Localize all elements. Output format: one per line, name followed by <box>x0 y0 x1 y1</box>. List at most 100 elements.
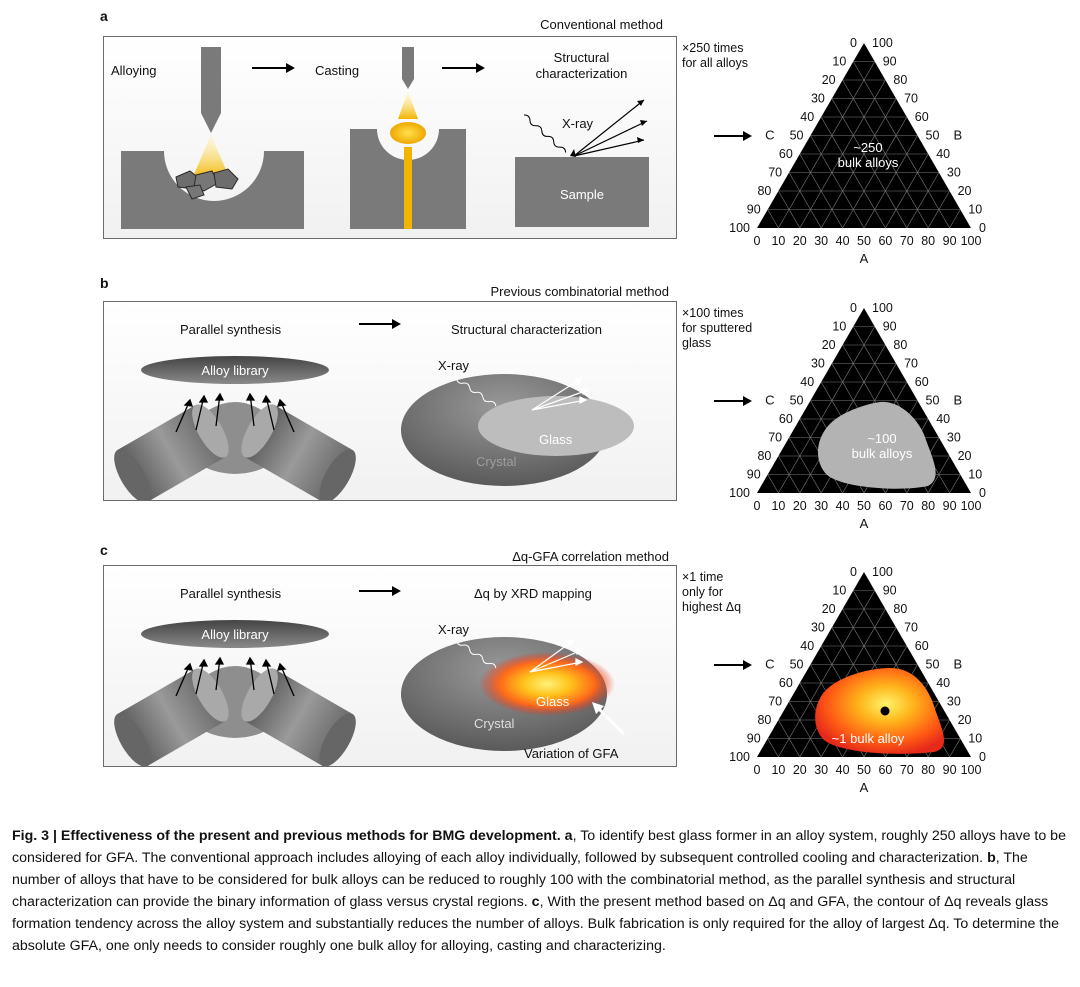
ternary-tick-b: 90 <box>883 55 897 69</box>
panel-c-times-note: ×1 time only for highest Δq <box>682 570 742 614</box>
ternary-tick-a: 30 <box>814 499 828 513</box>
ternary-tick-c: 0 <box>850 565 857 579</box>
ternary-tick-b: 10 <box>968 468 982 482</box>
ternary-tick-a: 30 <box>814 234 828 248</box>
ternary-tick-c: 70 <box>768 166 782 180</box>
panel-a-illustration <box>121 47 649 229</box>
ternary-tick-a: 100 <box>961 499 982 513</box>
ternary-gridline <box>885 153 929 229</box>
ternary-tick-b: 100 <box>872 565 893 579</box>
ternary-gfa-contour <box>815 668 945 754</box>
ternary-tick-b: 50 <box>926 129 940 143</box>
ternary-gridline <box>767 738 779 758</box>
crystal-label-c: Crystal <box>474 716 515 731</box>
ternary-tick-b: 20 <box>958 184 972 198</box>
ternary-axis-b: B <box>954 657 963 672</box>
parallel-synthesis-label-c: Parallel synthesis <box>180 586 282 601</box>
ternary-tick-a: 70 <box>900 499 914 513</box>
ternary-tick-a: 90 <box>943 234 957 248</box>
panel-a-times-note: ×250 times for all alloys <box>682 41 748 70</box>
ternary-glass-region <box>817 401 936 489</box>
ternary-tick-b: 40 <box>936 147 950 161</box>
ternary-gridline <box>778 455 801 494</box>
ternary-gridline <box>799 153 843 229</box>
xray-label-c: X-ray <box>438 622 470 637</box>
ternary-tick-b: 10 <box>968 732 982 746</box>
ternary-a: 0001010102020203030304040405050506060607… <box>729 36 986 266</box>
structural-char-label-b: Structural characterization <box>451 322 603 337</box>
ternary-tick-b: 90 <box>883 584 897 598</box>
ternary-gridline <box>906 172 940 229</box>
ternary-tick-a: 50 <box>857 234 871 248</box>
ternary-tick-c: 0 <box>850 36 857 50</box>
caption-b-letter: b <box>987 850 996 866</box>
ternary-tick-b: 100 <box>872 301 893 315</box>
ternary-gridline <box>778 590 875 758</box>
ternary-tick-a: 0 <box>754 763 761 777</box>
ternary-tick-b: 20 <box>958 713 972 727</box>
ternary-tick-a: 60 <box>878 234 892 248</box>
sample-label: Sample <box>559 187 605 202</box>
panel-c-illustration <box>114 586 626 766</box>
ternary-gridline <box>778 326 875 494</box>
ternary-b: 0001010102020203030304040405050506060607… <box>729 301 986 531</box>
arrow-to-ternary-c <box>714 660 752 670</box>
ternary-tick-c: 20 <box>822 602 836 616</box>
ternary-tick-a: 10 <box>771 499 785 513</box>
ternary-tick-a: 80 <box>921 234 935 248</box>
ternary-gridline <box>767 209 779 229</box>
ternary-tick-a: 80 <box>921 499 935 513</box>
ternary-tick-c: 40 <box>800 375 814 389</box>
panel-b-title: Previous combinatorial method <box>490 284 669 299</box>
ternary-tick-c: 10 <box>832 55 846 69</box>
ternary-tick-c: 10 <box>832 320 846 334</box>
ternary-tick-a: 20 <box>793 499 807 513</box>
ternary-a-region-label: ~250 bulk alloys <box>837 140 899 170</box>
ternary-tick-a: 50 <box>857 763 871 777</box>
ternary-tick-b: 30 <box>947 431 961 445</box>
ternary-gridline <box>853 61 950 229</box>
ternary-tick-c: 80 <box>757 449 771 463</box>
ternary-tick-b: 20 <box>958 449 972 463</box>
panel-a-title: Conventional method <box>540 17 663 32</box>
ternary-gridline <box>767 474 779 494</box>
ternary-tick-a: 90 <box>943 499 957 513</box>
ternary-gridline <box>949 209 961 229</box>
ternary-tick-c: 20 <box>822 338 836 352</box>
ternary-tick-c: 50 <box>790 129 804 143</box>
ternary-axis-b: B <box>954 128 963 143</box>
ternary-tick-b: 80 <box>893 338 907 352</box>
ternary-tick-b: 0 <box>979 221 986 235</box>
panel-b-illustration <box>114 319 634 500</box>
ternary-tick-a: 100 <box>961 234 982 248</box>
panel-b-box: Parallel synthesis Structural characteri… <box>103 301 677 501</box>
ternary-tick-c: 90 <box>747 732 761 746</box>
ternary-tick-b: 90 <box>883 320 897 334</box>
ternary-gridline <box>788 701 822 758</box>
caption-a-text: , To identify best glass former in an al… <box>12 828 1066 866</box>
ternary-tick-a: 30 <box>814 763 828 777</box>
ternary-tick-c: 60 <box>779 412 793 426</box>
ternary-tick-c: 40 <box>800 110 814 124</box>
ternary-tick-c: 30 <box>811 92 825 106</box>
ternary-tick-a: 60 <box>878 763 892 777</box>
dq-mapping-label: Δq by XRD mapping <box>474 586 592 601</box>
ternary-tick-b: 0 <box>979 750 986 764</box>
casting-label: Casting <box>315 63 360 78</box>
ternary-tick-c: 80 <box>757 713 771 727</box>
ternary-tick-c: 30 <box>811 621 825 635</box>
ternary-tick-b: 70 <box>904 621 918 635</box>
ternary-tick-b: 80 <box>893 602 907 616</box>
ternary-tick-c: 90 <box>747 468 761 482</box>
ternary-tick-a: 80 <box>921 763 935 777</box>
ternary-gridline <box>810 135 865 229</box>
ternary-tick-a: 40 <box>836 234 850 248</box>
ternary-tick-c: 70 <box>768 695 782 709</box>
ternary-tick-a: 20 <box>793 763 807 777</box>
highest-dq-marker <box>880 706 890 716</box>
panel-a-letter: a <box>100 8 108 24</box>
xray-label-a: X-ray <box>562 116 594 131</box>
ternary-tick-b: 30 <box>947 166 961 180</box>
caption-a-letter: a <box>564 828 573 844</box>
ternary-tick-c: 60 <box>779 676 793 690</box>
